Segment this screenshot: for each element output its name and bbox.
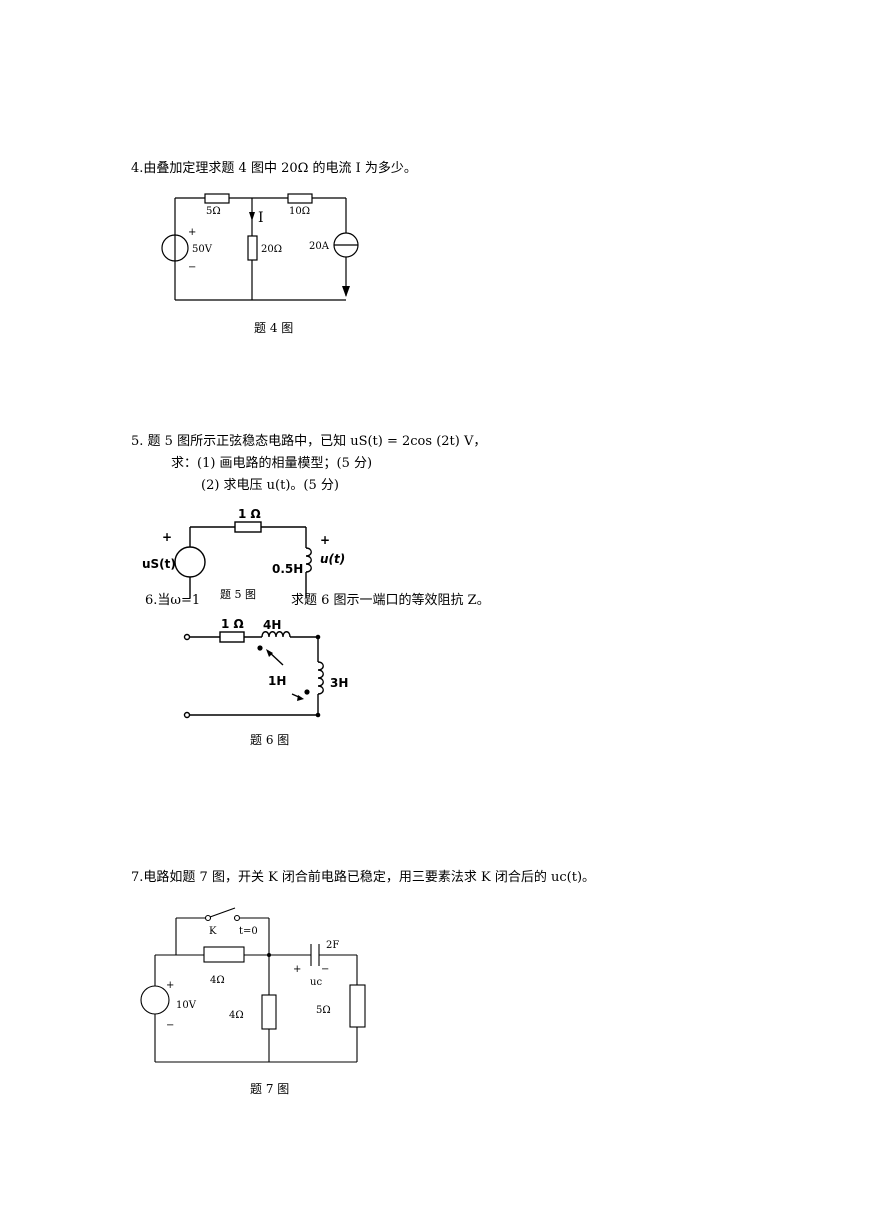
- q6-inductor-4h: [261, 631, 291, 638]
- q5-plus-left: +: [162, 530, 172, 544]
- q7-label-10v: 10V: [176, 1000, 197, 1011]
- q5-label-l: 0.5H: [272, 562, 303, 576]
- q7-minus-c: −: [321, 964, 329, 975]
- q6-label-1h: 1H: [268, 674, 286, 688]
- q6-text-right: 求题 6 图示一端口的等效阻抗 Z。: [291, 593, 490, 608]
- q7-plus-c: +: [293, 964, 301, 975]
- q7-text: 7.电路如题 7 图，开关 K 闭合前电路已稳定，用三要素法求 K 闭合后的 u…: [131, 870, 596, 885]
- q6-caption: 题 6 图: [250, 733, 290, 747]
- q5-label-u: u(t): [320, 552, 345, 566]
- q7-resistor-5: [349, 984, 366, 1028]
- q7-label-uc: uc: [310, 977, 322, 988]
- q7-voltage-source: [140, 985, 170, 1015]
- q6-inductor-3h: [317, 661, 324, 695]
- q6-text-left: 6.当ω=1: [145, 593, 201, 608]
- q7-minus-vs: −: [166, 1020, 174, 1031]
- q5-label-us: uS(t): [142, 557, 176, 571]
- q5-line2: 求：(1) 画电路的相量模型；(5 分): [171, 456, 373, 471]
- q5-line1: 5. 题 5 图所示正弦稳态电路中，已知 uS(t) = 2cos (2t) V…: [131, 434, 487, 449]
- q4-label-50v: 50V: [192, 244, 213, 255]
- q4-label-20: 20Ω: [261, 244, 282, 255]
- q7-caption: 题 7 图: [250, 1082, 290, 1096]
- q5-inductor: [305, 547, 312, 573]
- q7-switch: [209, 907, 236, 918]
- q5-line3: (2) 求电压 u(t)。(5 分): [201, 478, 339, 493]
- q7-label-4-series: 4Ω: [210, 975, 225, 986]
- q7-label-k: K: [209, 926, 217, 937]
- q5-label-r: 1 Ω: [238, 507, 261, 521]
- q4-label-current: I: [258, 210, 264, 226]
- q4-label-10: 10Ω: [289, 206, 310, 217]
- q7-resistor-4-series: [203, 946, 245, 963]
- q6-label-4h: 4H: [263, 618, 281, 632]
- q7-label-4-shunt: 4Ω: [229, 1010, 244, 1021]
- q6-label-r: 1 Ω: [221, 617, 244, 631]
- q7-label-t0: t=0: [239, 926, 258, 937]
- q5-plus-right: +: [320, 533, 330, 547]
- q4-label-5: 5Ω: [206, 206, 221, 217]
- q7-label-2f: 2F: [326, 940, 339, 951]
- q4-caption: 题 4 图: [254, 321, 294, 335]
- q4-label-20a: 20A: [309, 241, 330, 252]
- q5-caption: 题 5 图: [220, 588, 256, 601]
- q4-minus: −: [188, 262, 196, 273]
- q4-plus: +: [188, 227, 196, 238]
- q7-plus-vs: +: [166, 980, 174, 991]
- q6-label-3h: 3H: [330, 676, 348, 690]
- q7-label-5: 5Ω: [316, 1005, 331, 1016]
- q4-text: 4.由叠加定理求题 4 图中 20Ω 的电流 I 为多少。: [131, 161, 417, 176]
- q6-dot-2: [304, 689, 310, 695]
- q7-resistor-4-shunt: [261, 994, 277, 1030]
- q6-dot-1: [257, 645, 263, 651]
